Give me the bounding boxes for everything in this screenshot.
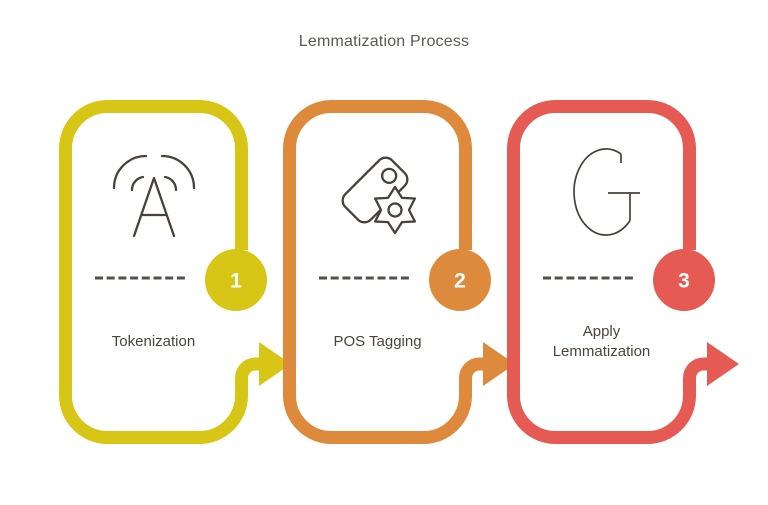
step-number-badge bbox=[205, 249, 267, 311]
card-border bbox=[507, 100, 709, 444]
step-label: POS Tagging bbox=[333, 333, 422, 350]
arrow-right-icon bbox=[483, 342, 515, 386]
step-number: 2 bbox=[454, 270, 466, 293]
step-card-pos-tagging: 2 POS Tagging bbox=[283, 100, 523, 444]
letter-g-icon bbox=[573, 148, 640, 236]
speech-recognition-icon bbox=[112, 154, 196, 238]
step-card-tokenization: 1 Tokenization bbox=[59, 100, 299, 444]
step-label: Tokenization bbox=[111, 333, 196, 350]
step-label: Apply Lemmatization bbox=[552, 323, 651, 360]
card-border bbox=[283, 100, 485, 444]
step-card-graphic: 3 bbox=[507, 100, 739, 444]
step-number: 1 bbox=[230, 270, 242, 293]
card-border bbox=[59, 100, 261, 444]
arrow-right-icon bbox=[707, 342, 739, 386]
arrow-right-icon bbox=[259, 342, 291, 386]
step-card-apply-lemmatization: 3 Apply Lemmatization bbox=[507, 100, 747, 444]
step-number-badge bbox=[429, 249, 491, 311]
step-number: 3 bbox=[678, 270, 690, 293]
tag-gear-icon bbox=[341, 156, 417, 235]
step-card-graphic: 2 bbox=[283, 100, 515, 444]
diagram-title: Lemmatization Process bbox=[298, 33, 470, 50]
step-card-graphic: 1 bbox=[59, 100, 291, 444]
step-number-badge bbox=[653, 249, 715, 311]
